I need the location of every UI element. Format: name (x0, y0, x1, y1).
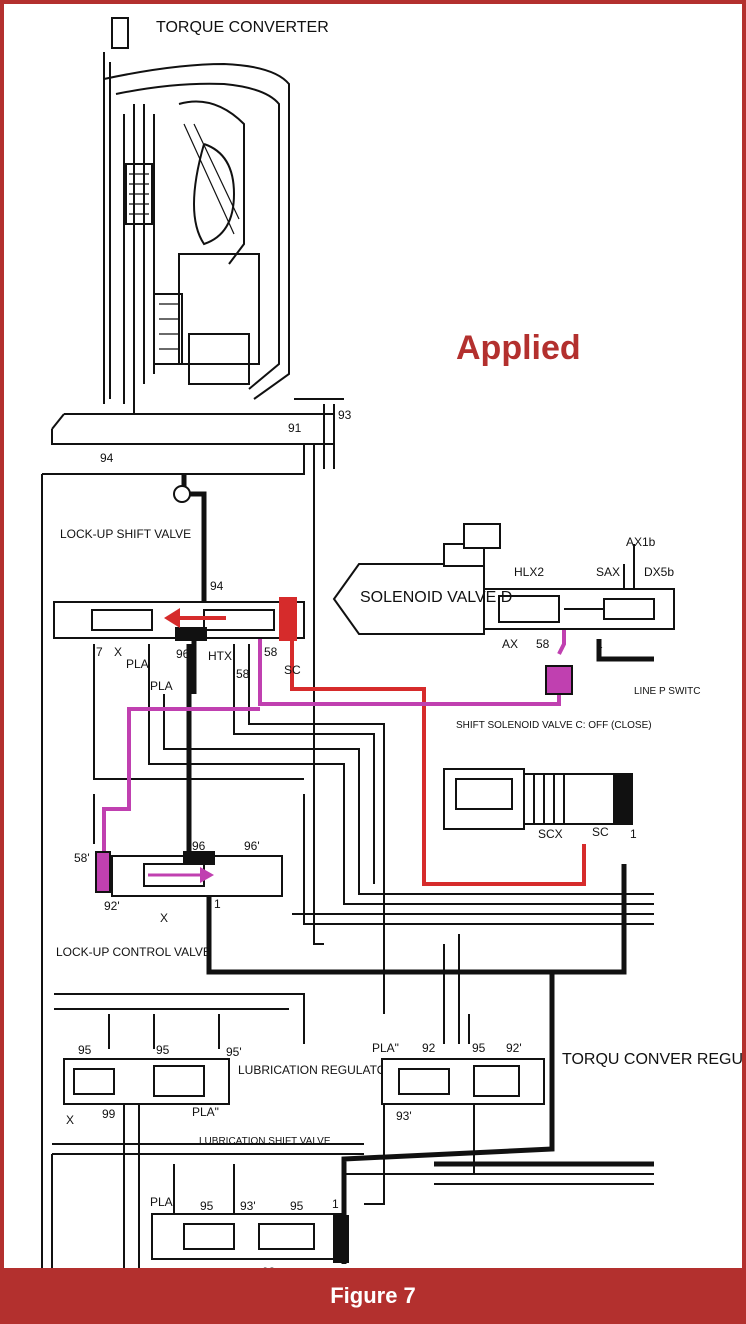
port-92: 92 (422, 1041, 436, 1055)
port-95e: 95 (200, 1199, 214, 1213)
port-1b: 1 (630, 827, 637, 841)
port-96b: 96' (244, 839, 260, 853)
port-95a: 95 (78, 1043, 92, 1057)
port-92p: 92' (104, 899, 120, 913)
port-pla3: PLA" (192, 1105, 219, 1119)
applied-status-label: Applied (456, 329, 581, 367)
lubrication-regulator-valve (63, 1058, 230, 1105)
lockup-shift-valve-arrow (164, 608, 226, 628)
port-1d: 1 (332, 1197, 339, 1211)
port-hlx2: HLX2 (514, 565, 544, 579)
shift-solenoid-valve-c (443, 768, 633, 830)
solenoid-valve-d-label: SOLENOID VALVE D (360, 589, 512, 606)
port-x: X (114, 645, 122, 659)
port-58d: 58' (74, 851, 90, 865)
shift-solenoid-body (545, 665, 573, 695)
port-7: 7 (96, 645, 103, 659)
port-sc: SC (284, 663, 301, 677)
port-htx: HTX (208, 649, 232, 663)
port-ax: AX (502, 637, 518, 651)
port-91: 91 (288, 421, 302, 435)
figure-caption: Figure 7 (0, 1268, 746, 1324)
port-pla2: PLA (150, 679, 173, 693)
fluid-lines-black-thick (181, 474, 654, 1264)
port-93: 93 (338, 408, 352, 422)
port-96: 96 (192, 839, 206, 853)
lockup-shift-valve-label: LOCK-UP SHIFT VALVE (60, 527, 191, 541)
port-x2: X (160, 911, 168, 925)
lubrication-shift-valve-label: LUBRICATION SHIFT VALVE (199, 1136, 331, 1147)
port-1c: 1 (214, 897, 221, 911)
torque-converter (51, 17, 344, 445)
lockup-control-valve-label: LOCK-UP CONTROL VALVE (56, 945, 211, 959)
port-94b: 94 (210, 579, 224, 593)
torque-converter-regulator-label: TORQU CONVER REGULA (562, 1051, 746, 1068)
port-x3: X (66, 1113, 74, 1127)
port-dx5b: DX5b (644, 565, 674, 579)
lockup-control-valve-arrow (148, 867, 214, 883)
line-pressure-switch-label: LINE P SWITC (634, 686, 701, 697)
solenoid-valve-d (332, 523, 675, 635)
port-58: 58 (264, 645, 278, 659)
port-95b: 95 (156, 1043, 170, 1057)
port-95d: 95 (472, 1041, 486, 1055)
port-58c: 58 (536, 637, 550, 651)
pressure-gauge-icon (173, 485, 191, 503)
torque-converter-detail (129, 123, 240, 350)
port-labels: 94 91 93 94 7 X PLA PLA 96' HTX 58 SC 58… (66, 408, 674, 1279)
port-99: 99 (102, 1107, 116, 1121)
port-pla4: PLA" (372, 1041, 399, 1055)
lubrication-shift-valve (151, 1213, 349, 1263)
torque-converter-regulator-valve (381, 1058, 545, 1105)
port-96p: 96' (176, 647, 192, 661)
port-95f: 95 (290, 1199, 304, 1213)
lockup-shift-valve (53, 597, 305, 641)
port-92b: 92' (506, 1041, 522, 1055)
torque-converter-label: TORQUE CONVERTER (156, 19, 329, 36)
port-1: 1 (596, 637, 603, 651)
port-93b: 93' (396, 1109, 412, 1123)
fluid-lines-black (41, 404, 654, 1284)
port-93c: 93' (240, 1199, 256, 1213)
port-scx: SCX (538, 827, 563, 841)
port-pla: PLA (126, 657, 149, 671)
port-ax1b: AX1b (626, 535, 656, 549)
port-58b: 58 (236, 667, 250, 681)
port-94: 94 (100, 451, 114, 465)
port-sc2: SC (592, 825, 609, 839)
shift-solenoid-c-label: SHIFT SOLENOID VALVE C: OFF (CLOSE) (456, 720, 652, 731)
fluid-lines-red (290, 639, 586, 886)
hydraulic-circuit-diagram: TORQUE CONVERTER (41, 17, 746, 1284)
port-95c: 95' (226, 1045, 242, 1059)
port-pla5: PLA (150, 1195, 173, 1209)
port-sax: SAX (596, 565, 620, 579)
